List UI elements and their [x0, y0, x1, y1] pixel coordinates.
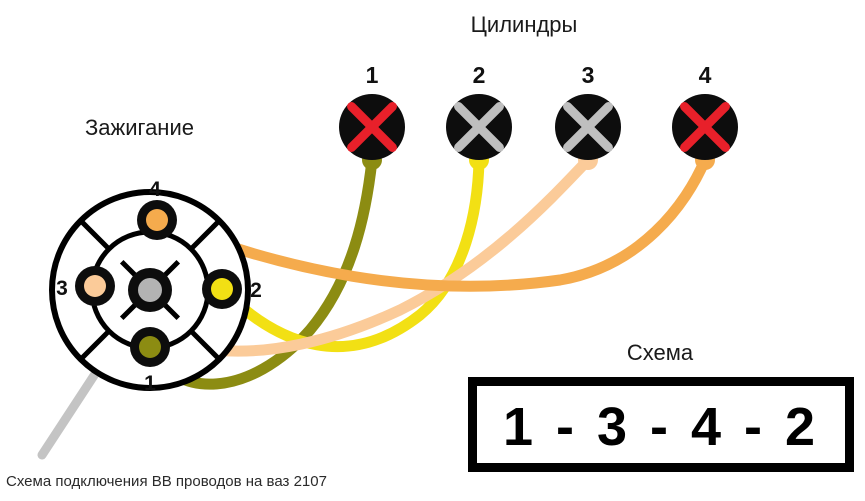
cap-spoke [189, 218, 222, 251]
cylinder-label-3: 3 [582, 62, 595, 88]
firing-order-value: 1 - 3 - 4 - 2 [503, 397, 819, 457]
ignition-distributor[interactable]: Зажигание 1 2 3 4 [37, 115, 262, 460]
cap-spoke [78, 329, 111, 362]
cylinder-cross-icon-alt-2 [454, 102, 504, 152]
wire-terminal-2-to-cylinder-2 [216, 154, 485, 352]
firing-order-box [468, 377, 854, 472]
distributor-terminal-label-1: 1 [144, 372, 156, 395]
cylinder-3[interactable]: 3 [555, 62, 621, 170]
firing-order-scheme: Схема 1 - 3 - 4 - 2 [468, 340, 854, 472]
cylinder-cross-icon-alt-1 [347, 102, 397, 152]
cylinder-cross-icon-alt-4 [680, 102, 730, 152]
distributor-terminal-contact-3[interactable] [84, 275, 106, 297]
cylinder-label-2: 2 [473, 62, 486, 88]
cap-spoke [78, 218, 111, 251]
wire-terminal-4-to-cylinder-4 [151, 154, 711, 292]
cylinder-label-1: 1 [366, 62, 379, 88]
ignition-title: Зажигание [85, 115, 194, 140]
distributor-terminal-labels: 1 2 3 4 [56, 178, 262, 395]
cylinder-1[interactable]: 1 [339, 62, 405, 170]
distributor-terminal-contacts[interactable] [84, 209, 233, 358]
distributor-terminal-contact-1[interactable] [139, 336, 161, 358]
distributor-terminal-contact-4[interactable] [146, 209, 168, 231]
distributor-terminal-contact-2[interactable] [211, 278, 233, 300]
distributor-terminal-label-2: 2 [250, 279, 262, 302]
distributor-hub-contact[interactable] [138, 278, 162, 302]
cylinder-label-4: 4 [699, 62, 712, 88]
cap-spoke [189, 329, 222, 362]
cylinder-cross-icon-alt-3 [563, 102, 613, 152]
distributor-terminal-label-3: 3 [56, 277, 68, 300]
cylinder-4[interactable]: 4 [672, 62, 738, 170]
distributor-cap-spokes [78, 218, 222, 362]
distributor-terminal-label-4: 4 [149, 178, 161, 201]
diagram-caption: Схема подключения ВВ проводов на ваз 210… [6, 473, 327, 490]
scheme-title: Схема [627, 340, 694, 365]
cylinder-group[interactable]: 1 2 3 4 [339, 62, 738, 170]
cylinders-title: Цилиндры [471, 12, 578, 37]
cylinder-2[interactable]: 2 [446, 62, 512, 170]
